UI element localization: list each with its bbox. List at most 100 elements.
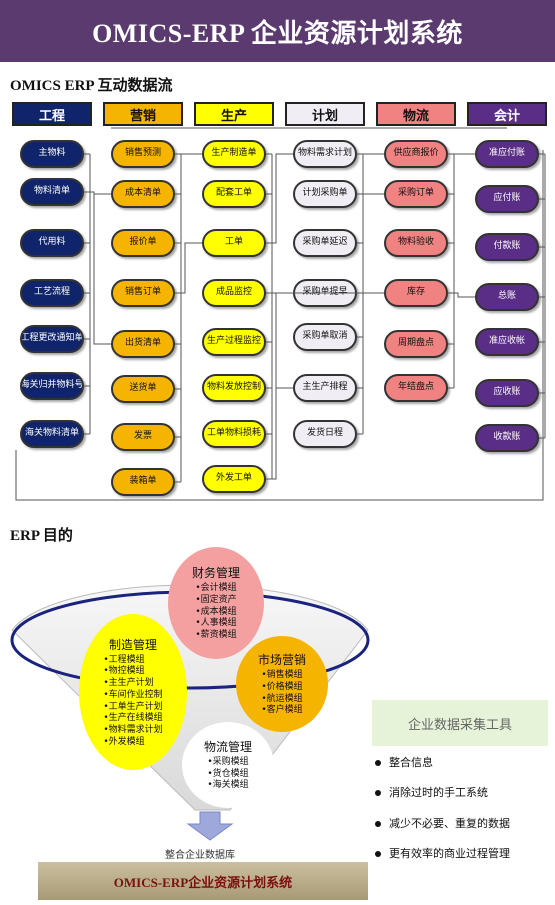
manufacturing-module-item: •工单生产计划 [103,701,163,712]
flow-node-2-4: 销售订单 [111,279,175,307]
logistics-bubble: 物流管理 •采购模组•货仓模组•海关模组 [182,722,274,808]
connector-line [84,191,111,195]
flow-node-2-3: 报价单 [111,229,175,257]
flow-node-3-2: 配套工单 [202,180,266,208]
flow-node-4-7: 发货日程 [293,420,357,448]
flow-node-1-2: 物料清单 [20,178,84,206]
column-header-5: 物流 [376,102,456,126]
flow-node-3-8: 外发工单 [202,465,266,493]
logistics-module-item: •货仓模组 [207,768,249,779]
bullet-dot-icon [375,760,381,767]
flow-node-3-4: 成品监控 [202,279,266,307]
flow-node-5-2: 采购订单 [384,180,448,208]
flow-node-4-2: 计划采购单 [293,180,357,208]
manufacturing-module-item: •工程模组 [103,654,145,665]
footer-title: OMICS-ERP企业资源计划系统 [38,862,368,900]
flow-node-4-4: 采购单提早 [293,279,357,307]
goal-bullet-item: 消除过时的手工系统 [375,784,488,800]
bullet-dot-icon [375,790,381,797]
flow-node-6-1: 准应付账 [475,140,539,168]
flow-node-3-1: 生产制造单 [202,140,266,168]
column-header-3: 生产 [194,102,274,126]
database-label: 整合企业数据库 [165,850,235,861]
finance-module-item: •人事模组 [195,618,237,629]
goal-bullet-item: 更有效率的商业过程管理 [375,845,510,861]
manufacturing-bubble: 制造管理 •工程模组•物控模组•主生产计划•车间作业控制•工单生产计划•生产在线… [79,614,187,770]
flow-node-4-3: 采购单延迟 [293,229,357,257]
goals-section-title: ERP 目的 [10,528,73,544]
marketing-module-item: •航运模组 [261,693,303,704]
flow-node-2-6: 送货单 [111,375,175,403]
connector-line [448,292,475,298]
bullet-dot-icon [375,851,381,858]
marketing-module-item: •销售模组 [261,670,303,681]
flow-node-2-1: 销售预测 [111,140,175,168]
logistics-title: 物流管理 [203,739,252,754]
goal-bullet-text: 更有效率的商业过程管理 [389,848,510,860]
manufacturing-module-item: •主生产计划 [103,678,154,689]
connector-line [266,153,293,244]
flow-node-2-7: 发票 [111,423,175,451]
connector-line [15,150,544,501]
connector-line [266,292,293,389]
flow-node-4-6: 主生产排程 [293,374,357,402]
flow-node-5-1: 供应商报价 [384,140,448,168]
logistics-module-item: •采购模组 [207,756,249,767]
goal-bullet-text: 整合信息 [389,757,433,769]
column-header-1: 工程 [12,102,92,126]
data-collection-tool-box: 企业数据采集工具 [372,700,548,746]
goal-bullet-item: 整合信息 [375,754,433,770]
flow-node-6-5: 准应收帐 [475,328,539,356]
flow-node-3-5: 生产过程监控 [202,328,266,356]
manufacturing-module-item: •物控模组 [103,666,145,677]
column-header-4: 计划 [285,102,365,126]
flow-node-5-4: 库存 [384,279,448,307]
column-header-2: 营销 [103,102,183,126]
column-header-6: 会计 [467,102,547,126]
finance-module-list: •会计模组•固定资产•成本模组•人事模组•薪资模组 [195,583,236,641]
banner-title: OMICS-ERP 企业资源计划系统 [0,0,555,62]
flow-section-title: OMICS ERP 互动数据流 [10,78,173,94]
goal-bullet-text: 减少不必要、重复的数据 [389,818,510,830]
finance-title: 财务管理 [191,566,240,581]
finance-bubble: 财务管理 •会计模组•固定资产•成本模组•人事模组•薪资模组 [168,547,264,659]
flow-node-6-2: 应付账 [475,185,539,213]
flow-node-6-3: 付款账 [475,233,539,261]
flow-node-4-1: 物料需求计划 [293,140,357,168]
flow-node-1-6: 海关归并物料号 [20,372,84,400]
bullet-dot-icon [375,821,381,828]
flow-node-1-1: 主物料 [20,140,84,168]
flow-node-6-6: 应收账 [475,379,539,407]
marketing-module-item: •客户模组 [261,705,303,716]
flow-node-1-4: 工艺流程 [20,279,84,307]
flow-node-2-5: 出货清单 [111,330,175,358]
flow-node-2-8: 装箱单 [111,468,175,496]
manufacturing-module-item: •生产在线模组 [103,713,163,724]
flow-node-5-3: 物料验收 [384,229,448,257]
manufacturing-module-list: •工程模组•物控模组•主生产计划•车间作业控制•工单生产计划•生产在线模组•物料… [103,655,162,749]
down-arrow-icon [186,811,234,841]
marketing-module-list: •销售模组•价格模组•航运模组•客户模组 [261,670,302,717]
finance-module-item: •固定资产 [195,594,237,605]
goal-bullet-item: 减少不必要、重复的数据 [375,815,510,831]
connector-line [175,242,202,294]
logistics-module-item: •海关模组 [207,780,249,791]
marketing-module-item: •价格模组 [261,681,303,692]
marketing-bubble: 市场营销 •销售模组•价格模组•航运模组•客户模组 [236,636,328,732]
manufacturing-module-item: •外发模组 [103,736,145,747]
flow-node-2-2: 成本清单 [111,180,175,208]
finance-module-item: •成本模组 [195,606,237,617]
flow-node-6-7: 收款账 [475,424,539,452]
goal-bullet-text: 消除过时的手工系统 [389,787,488,799]
logistics-module-list: •采购模组•货仓模组•海关模组 [207,757,248,792]
manufacturing-title: 制造管理 [108,637,157,652]
flow-node-1-7: 海关物料清单 [20,420,84,448]
flow-node-3-7: 工单物料损耗 [202,420,266,448]
manufacturing-module-item: •车间作业控制 [103,689,163,700]
flow-node-1-5: 工程更改通知单 [20,325,84,353]
flow-node-5-5: 周期盘点 [384,330,448,358]
flow-node-6-4: 总账 [475,283,539,311]
flow-node-4-5: 采购单取消 [293,323,357,351]
flow-node-5-6: 年结盘点 [384,374,448,402]
manufacturing-module-item: •物料需求计划 [103,724,163,735]
